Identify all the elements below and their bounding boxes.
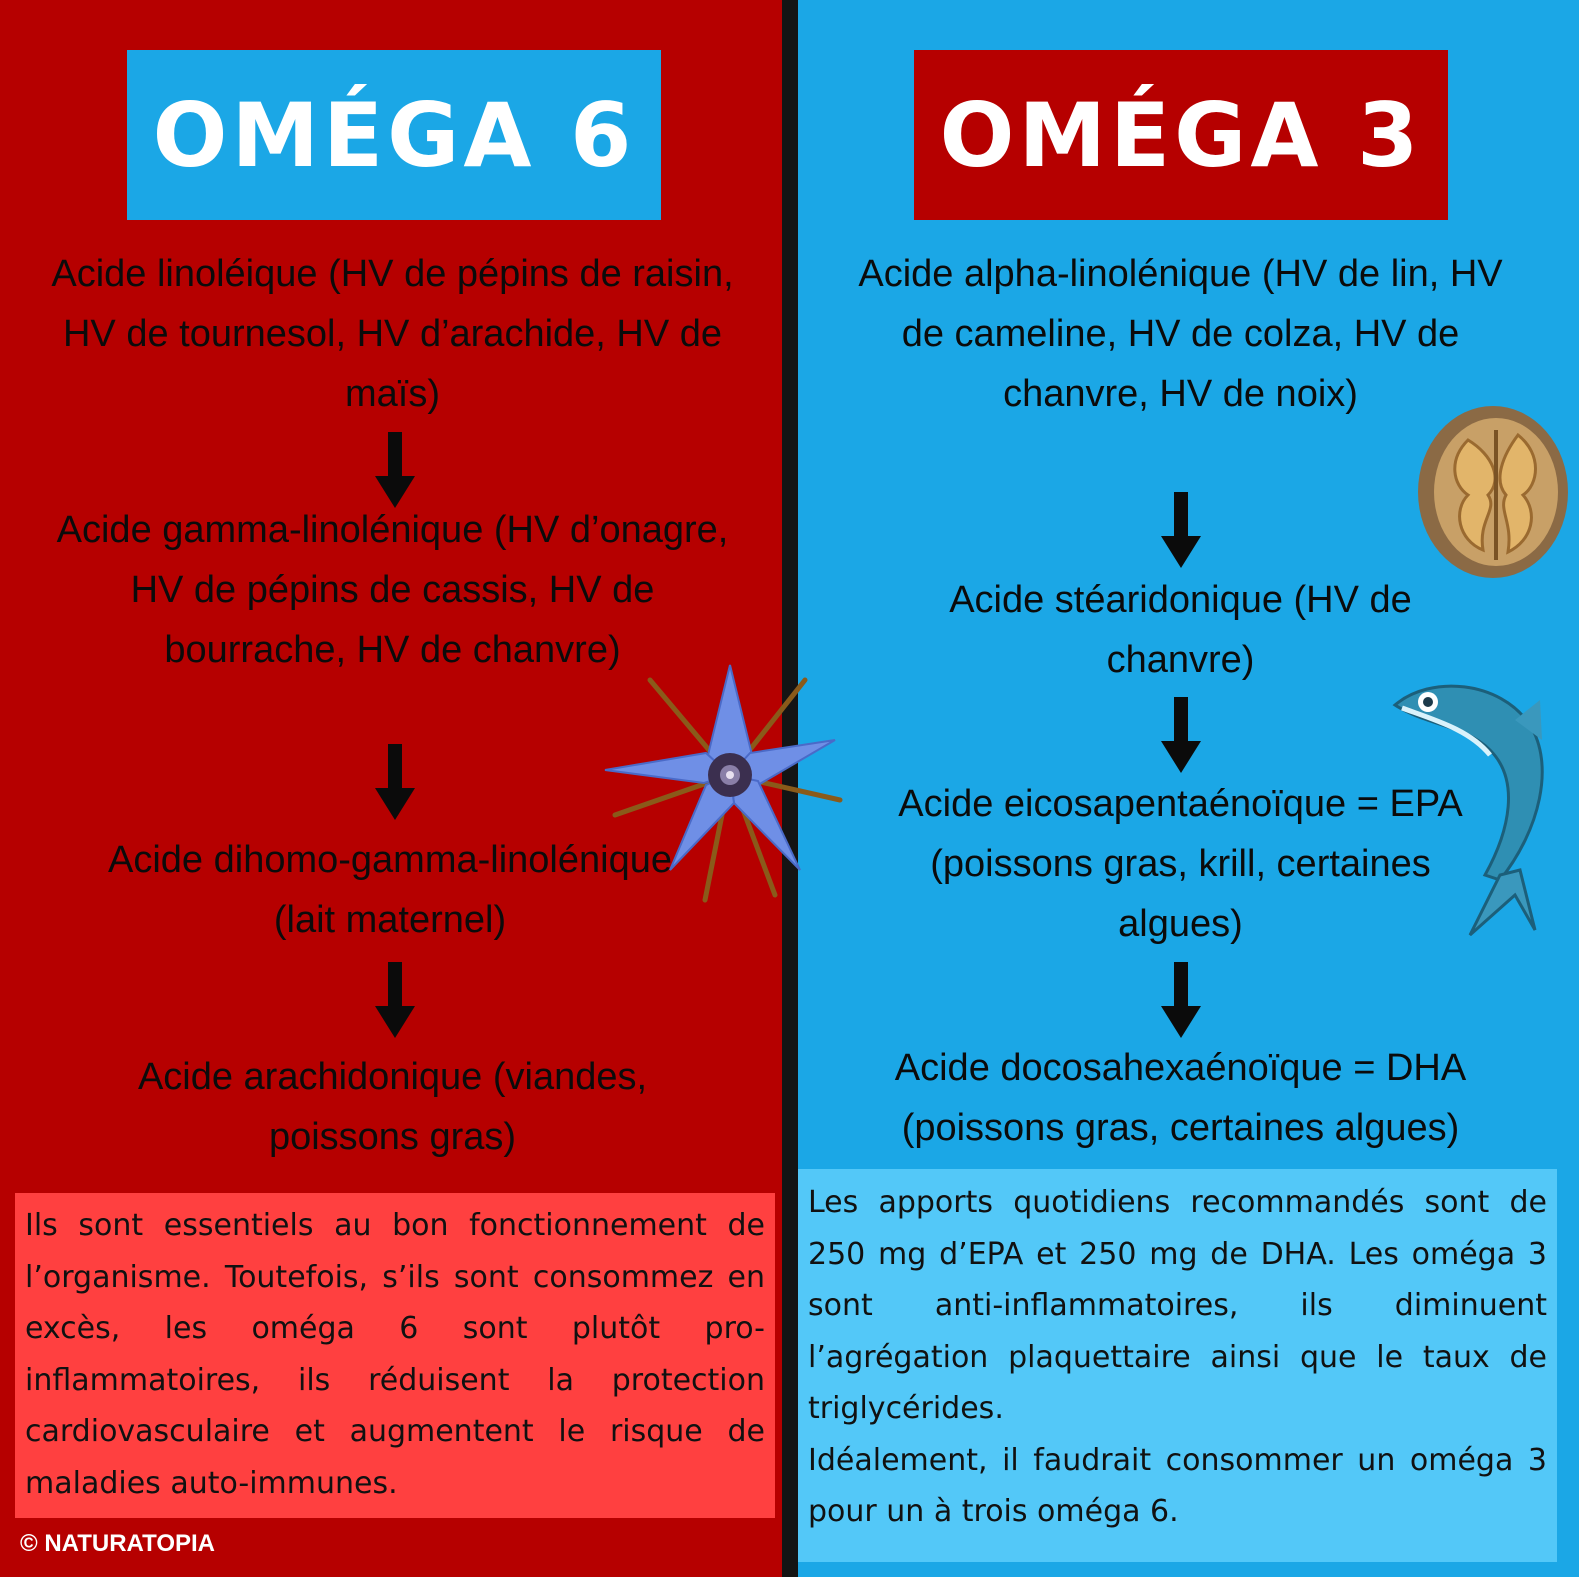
arrow-down-icon [375,432,415,508]
omega6-note: Ils sont essentiels au bon fonctionnemen… [15,1193,775,1518]
omega6-column: OMÉGA 6 Acide linoléique (HV de pépins d… [0,0,782,1577]
omega6-title: OMÉGA 6 [152,83,636,187]
arrow-down-icon [1161,492,1201,568]
omega6-step-2: Acide gamma-linolénique (HV d’onagre, HV… [56,509,729,671]
omega3-note: Les apports quotidiens recommandés sont … [798,1169,1557,1562]
omega6-note-text: Ils sont essentiels au bon fonctionnemen… [25,1208,765,1501]
copyright: © NATURATOPIA [20,1530,216,1557]
arrow-down-icon [1161,697,1201,773]
omega6-step-1: Acide linoléique (HV de pépins de raisin… [51,253,734,415]
omega3-title: OMÉGA 3 [939,83,1423,187]
omega3-step-2: Acide stéaridonique (HV de chanvre) [949,579,1412,681]
omega3-note-text-2: Idéalement, il faudrait consommer un omé… [808,1442,1547,1530]
arrow-down-icon [375,744,415,820]
omega6-title-box: OMÉGA 6 [127,50,661,220]
omega3-title-box: OMÉGA 3 [914,50,1448,220]
omega3-step-1: Acide alpha-linolénique (HV de lin, HV d… [858,253,1503,415]
arrow-down-icon [1161,962,1201,1038]
borage-flower-icon [604,664,843,903]
omega6-step-3: Acide dihomo-gamma-linolénique (lait mat… [108,839,672,941]
fish-icon [1392,684,1544,937]
walnut-icon [1418,406,1568,578]
arrow-down-icon [375,962,415,1038]
omega3-column: OMÉGA 3 Acide alpha-linolénique (HV de l… [798,0,1579,1577]
omega3-step-3: Acide eicosapentaénoïque = EPA (poissons… [898,783,1463,945]
omega3-step-4: Acide docosahexaénoïque = DHA (poissons … [894,1047,1467,1149]
omega6-step-4: Acide arachidonique (viandes, poissons g… [137,1056,648,1158]
omega3-note-text-1: Les apports quotidiens recommandés sont … [808,1185,1547,1426]
